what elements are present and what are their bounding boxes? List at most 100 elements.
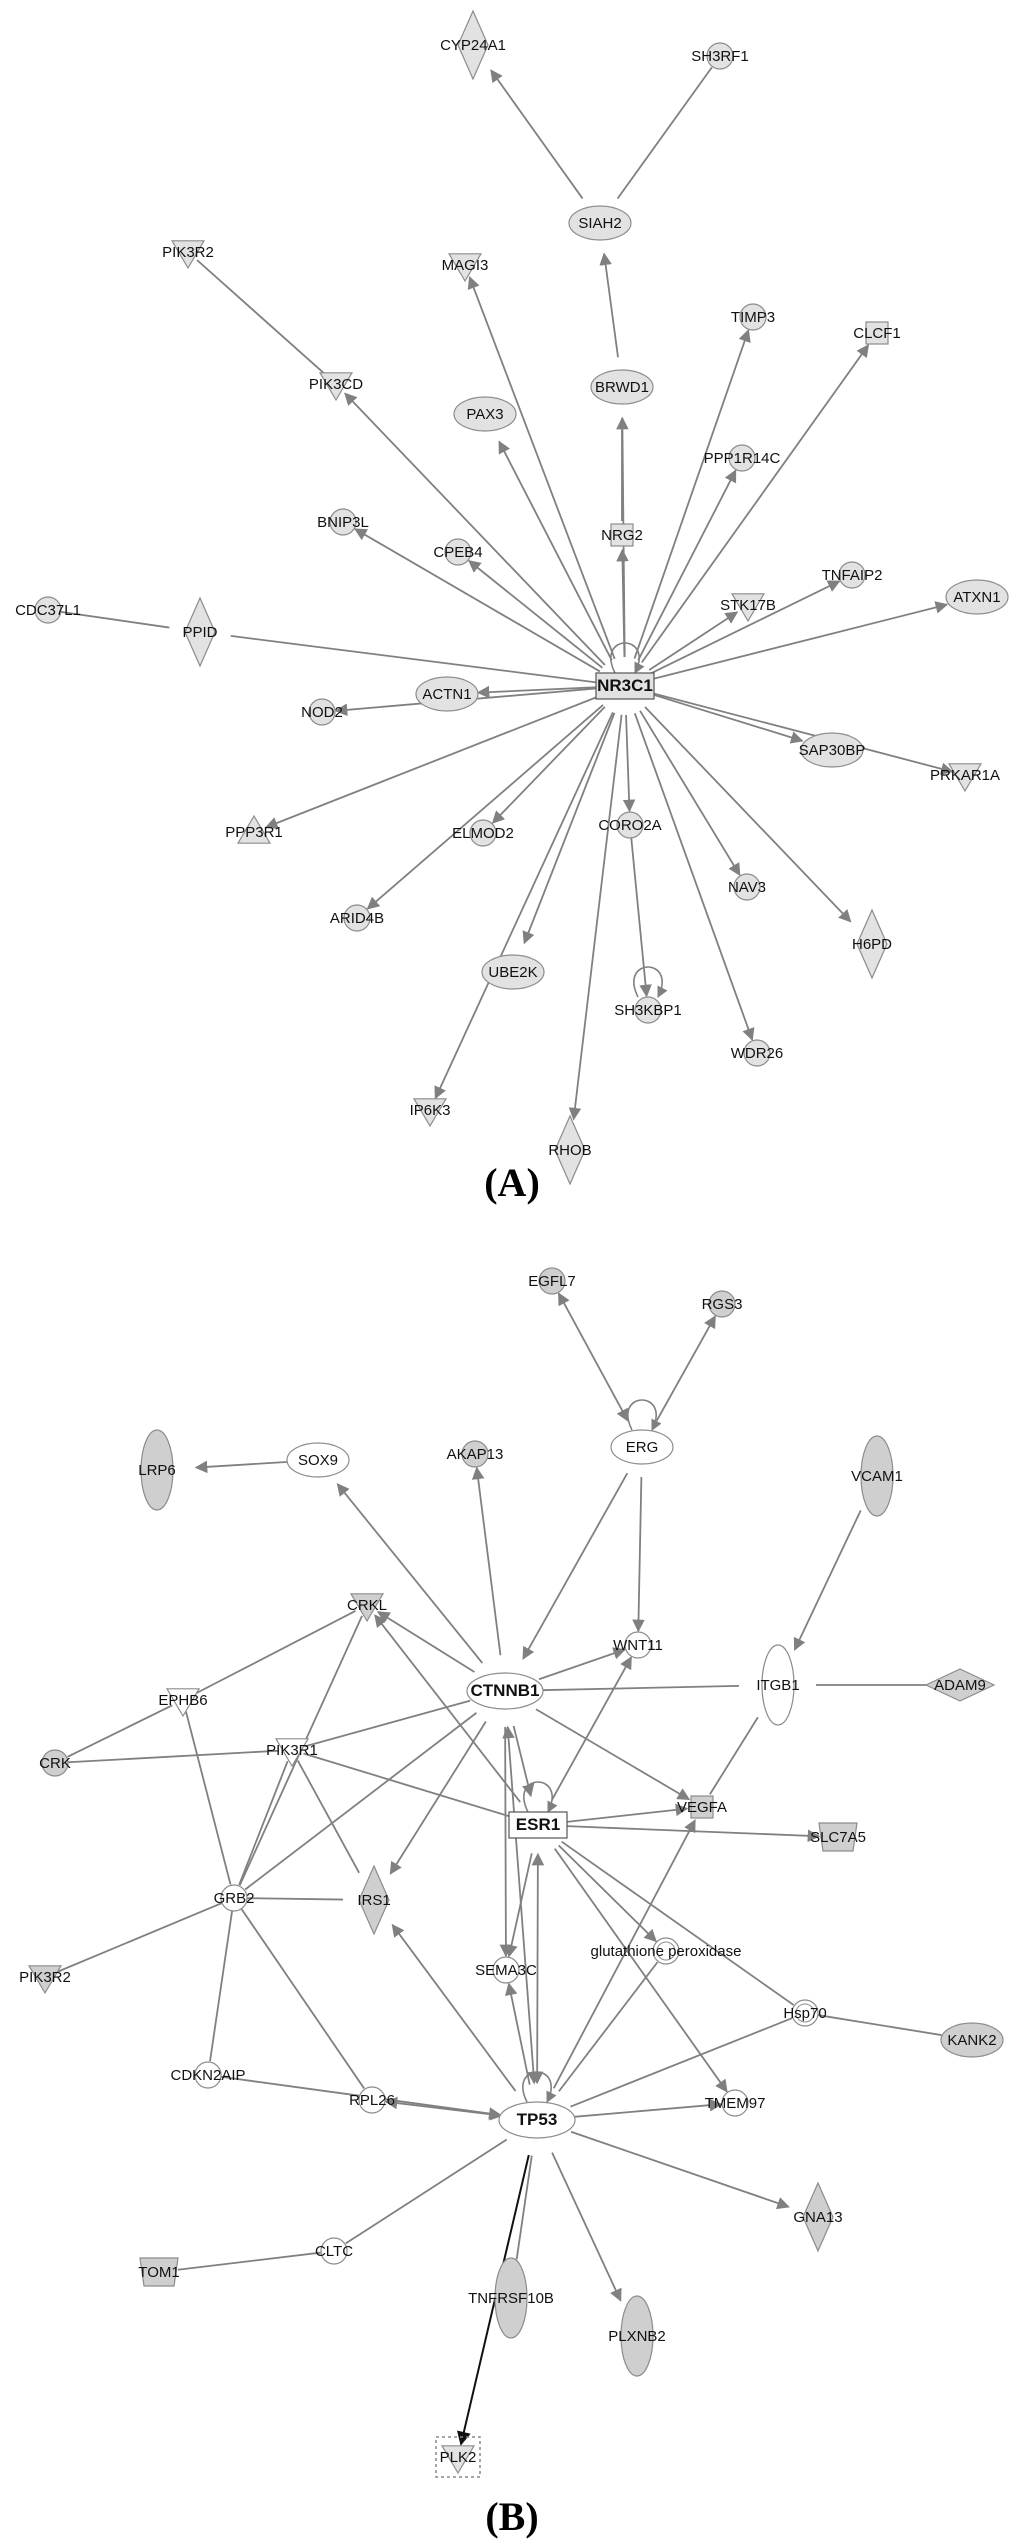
node-shape <box>616 811 644 839</box>
node-shape <box>236 814 272 844</box>
edge-nr3c1-pax3 <box>498 440 613 661</box>
edge-ctnnb1-crkl <box>376 1611 475 1673</box>
node-stk17b[interactable]: STK17B <box>720 593 776 623</box>
node-cyp24a1[interactable]: CYP24A1 <box>440 9 506 81</box>
node-sap30bp[interactable]: SAP30BP <box>799 732 866 768</box>
node-nrg2[interactable]: NRG2 <box>601 523 643 547</box>
node-siah2[interactable]: SIAH2 <box>568 205 632 241</box>
panel-b-label: (B) <box>485 2494 538 2539</box>
node-pik3r1[interactable]: PIK3R1 <box>266 1738 318 1768</box>
node-elmod2[interactable]: ELMOD2 <box>452 819 514 847</box>
node-nod2[interactable]: NOD2 <box>301 698 343 726</box>
node-ephb6[interactable]: EPHB6 <box>158 1688 208 1718</box>
node-wnt11[interactable]: WNT11 <box>613 1631 663 1659</box>
node-esr1[interactable]: ESR1 <box>508 1811 568 1839</box>
node-brwd1[interactable]: BRWD1 <box>590 369 654 405</box>
node-cpeb4[interactable]: CPEB4 <box>433 538 483 566</box>
node-vegfa[interactable]: VEGFA <box>677 1795 727 1819</box>
node-tnfrsf10b[interactable]: TNFRSF10B <box>468 2257 554 2339</box>
node-ppp3r1[interactable]: PPP3R1 <box>225 814 283 844</box>
node-grb2[interactable]: GRB2 <box>214 1884 255 1912</box>
node-irs1[interactable]: IRS1 <box>357 1864 391 1936</box>
node-plk2[interactable]: PLK2 <box>435 2436 481 2478</box>
node-ip6k3[interactable]: IP6K3 <box>410 1098 451 1128</box>
node-coro2a[interactable]: CORO2A <box>598 811 662 839</box>
node-actn1[interactable]: ACTN1 <box>415 676 479 712</box>
node-timp3[interactable]: TIMP3 <box>731 303 775 331</box>
node-ppid[interactable]: PPID <box>182 596 218 668</box>
edge-nr3c1-sap30bp <box>652 693 804 744</box>
edge-nr3c1-ppid <box>230 635 597 684</box>
node-shape <box>412 1098 448 1128</box>
node-label: PLK2 <box>440 2449 477 2466</box>
node-pik3cd[interactable]: PIK3CD <box>309 372 363 402</box>
node-shape <box>444 538 472 566</box>
node-rhob[interactable]: RHOB <box>548 1114 592 1186</box>
node-shape <box>274 1738 310 1768</box>
node-cdc37l1[interactable]: CDC37L1 <box>15 596 81 624</box>
node-shape <box>610 523 634 547</box>
edge-pik3r2-pik3cd <box>196 259 327 377</box>
node-vcam1[interactable]: VCAM1 <box>851 1435 903 1517</box>
node-plxnb2[interactable]: PLXNB2 <box>608 2295 666 2377</box>
edge-siah2-sh3rf1 <box>616 66 713 200</box>
node-arid4b[interactable]: ARID4B <box>330 904 384 932</box>
node-bnip3l[interactable]: BNIP3L <box>317 508 369 536</box>
node-label: WDR26 <box>731 1045 784 1062</box>
node-rgs3[interactable]: RGS3 <box>702 1290 743 1318</box>
edge-tp53-irs1 <box>391 1923 517 2092</box>
node-tnfaip2[interactable]: TNFAIP2 <box>822 561 883 589</box>
node-shape <box>706 42 734 70</box>
node-gna13[interactable]: GNA13 <box>793 2181 843 2253</box>
edge-esr1-sema3c <box>505 1853 533 1958</box>
node-sh3kbp1[interactable]: SH3KBP1 <box>614 996 682 1024</box>
node-clcf1[interactable]: CLCF1 <box>853 321 901 345</box>
node-ube2k[interactable]: UBE2K <box>481 954 545 990</box>
node-akap13[interactable]: AKAP13 <box>447 1440 504 1468</box>
node-magi3[interactable]: MAGI3 <box>442 253 489 283</box>
node-adam9[interactable]: ADAM9 <box>924 1668 996 1702</box>
node-egfl7[interactable]: EGFL7 <box>528 1267 576 1295</box>
node-crkl[interactable]: CRKL <box>347 1593 387 1623</box>
node-rpl26[interactable]: RPL26 <box>349 2086 395 2114</box>
edge-cltc-tom1 <box>177 2251 322 2271</box>
node-glutathione-peroxidase[interactable]: glutathione peroxidase <box>591 1937 742 1965</box>
node-tp53[interactable]: TP53 <box>498 2101 576 2139</box>
node-ctnnb1[interactable]: CTNNB1 <box>466 1672 544 1710</box>
node-nav3[interactable]: NAV3 <box>728 873 766 901</box>
node-crk[interactable]: CRK <box>39 1749 71 1777</box>
node-wdr26[interactable]: WDR26 <box>731 1039 784 1067</box>
edge-pik3r1-irs1 <box>296 1760 360 1874</box>
node-label: ADAM9 <box>934 1677 986 1694</box>
node-pik3r2[interactable]: PIK3R2 <box>162 240 214 270</box>
node-hsp70[interactable]: Hsp70 <box>783 1999 827 2027</box>
node-ppp1r14c[interactable]: PPP1R14C <box>704 444 781 472</box>
self-loop-erg <box>627 1399 662 1432</box>
node-itgb1[interactable]: ITGB1 <box>756 1644 800 1726</box>
node-slc7a5[interactable]: SLC7A5 <box>810 1822 866 1852</box>
node-sema3c[interactable]: SEMA3C <box>475 1956 537 1984</box>
node-h6pd[interactable]: H6PD <box>852 908 892 980</box>
node-pax3[interactable]: PAX3 <box>453 396 517 432</box>
node-shape <box>34 596 62 624</box>
edge-esr1-hsp70 <box>561 1840 795 2006</box>
node-sox9[interactable]: SOX9 <box>286 1442 350 1478</box>
node-atxn1[interactable]: ATXN1 <box>945 579 1009 615</box>
node-erg[interactable]: ERG <box>610 1429 674 1465</box>
node-nr3c1[interactable]: NR3C1 <box>595 672 655 700</box>
node-shape <box>624 1631 652 1659</box>
node-label: PIK3R1 <box>266 1742 318 1759</box>
node-sh3rf1[interactable]: SH3RF1 <box>691 42 749 70</box>
node-tom1[interactable]: TOM1 <box>138 2257 180 2287</box>
node-label: CDKN2AIP <box>170 2067 245 2084</box>
node-prkar1a[interactable]: PRKAR1A <box>930 763 1000 793</box>
node-lrp6[interactable]: LRP6 <box>138 1429 176 1511</box>
node-cltc[interactable]: CLTC <box>315 2237 353 2265</box>
node-kank2[interactable]: KANK2 <box>940 2022 1004 2058</box>
node-cdkn2aip[interactable]: CDKN2AIP <box>170 2061 246 2089</box>
node-shape <box>320 2237 348 2265</box>
node-tmem97[interactable]: TMEM97 <box>705 2089 766 2117</box>
node-pik3r2[interactable]: PIK3R2 <box>19 1965 71 1995</box>
node-label: glutathione peroxidase <box>591 1943 742 1960</box>
